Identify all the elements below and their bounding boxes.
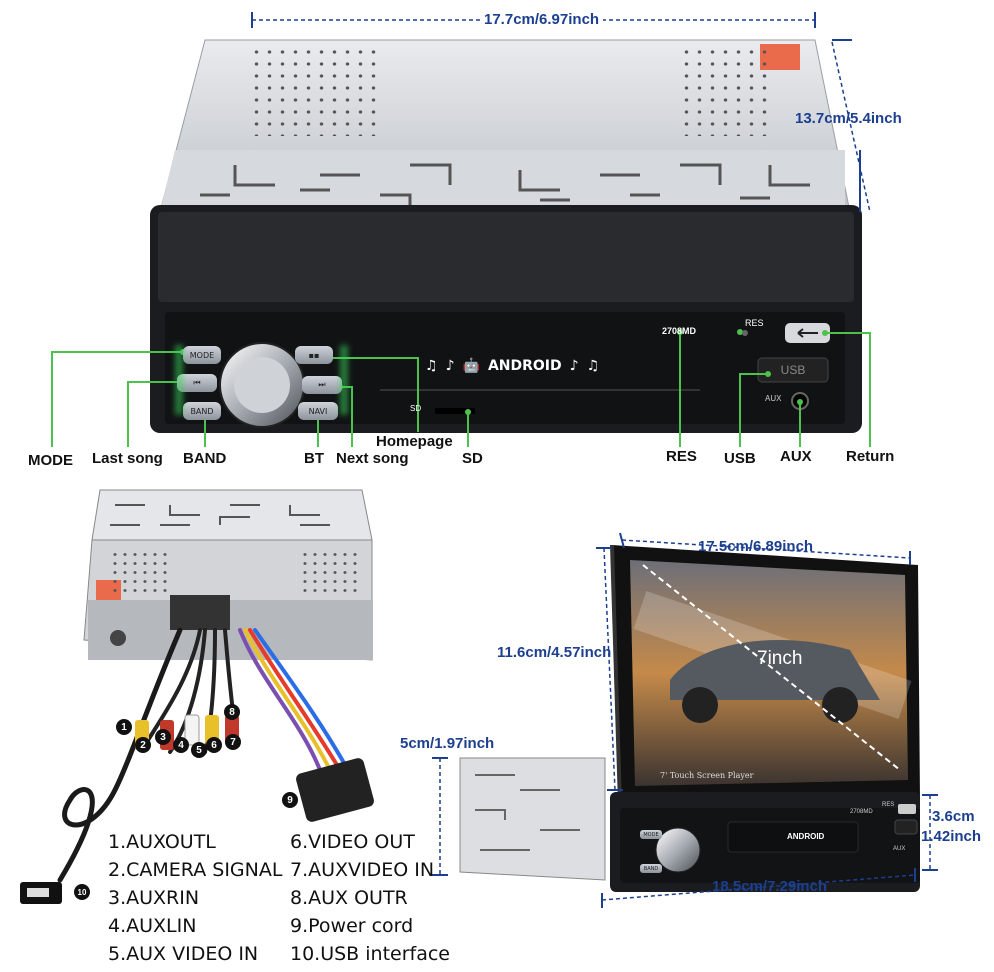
callout-band: BAND (183, 450, 227, 467)
mode-button[interactable]: MODE (183, 346, 221, 364)
unit-depth-dimension: 5cm/1.97inch (400, 735, 495, 752)
connector-number-badge: 2 (135, 737, 151, 753)
next-icon: ⏭ (318, 380, 326, 389)
music-note-icon: ♫ (586, 358, 600, 374)
screen-size-label: 7inch (757, 648, 803, 669)
home-button[interactable]: ▪▪ (295, 346, 333, 364)
legend-item: 2.CAMERA SIGNAL (108, 859, 283, 881)
connector-legend-right: 6.VIDEO OUT 7.AUXVIDEO IN 8.AUX OUTR 9.P… (290, 831, 450, 971)
callout-next-song: Next song (336, 450, 409, 467)
small-band-button[interactable]: BAND (640, 864, 662, 873)
return-button[interactable] (785, 323, 830, 343)
res-button[interactable] (742, 330, 748, 336)
rear-vent-grid-right (300, 550, 360, 595)
legend-item: 9.Power cord (290, 915, 414, 937)
res-label: RES (745, 318, 764, 328)
connector-number-badge: 9 (282, 792, 298, 808)
small-aux-label: AUX (893, 846, 906, 852)
screen-width-dimension: 17.5cm/6.89inch (698, 538, 814, 555)
connector-number-badge: 6 (206, 737, 222, 753)
callout-last-song: Last song (92, 450, 163, 467)
legend-item: 8.AUX OUTR (290, 887, 408, 909)
aux-port-label: AUX (765, 394, 782, 403)
volume-knob[interactable] (226, 350, 298, 422)
next-button[interactable]: ⏭ (302, 376, 342, 394)
aux-port[interactable] (792, 393, 808, 409)
navi-button[interactable]: NAVI (298, 402, 338, 420)
music-note-icon: ♫ (425, 358, 438, 374)
sd-slot-label: SD (410, 404, 422, 413)
face-width-dimension: 18.5cm/7.29inch (712, 878, 828, 895)
connector-number-badge: 8 (224, 704, 240, 720)
callout-homepage: Homepage (376, 433, 453, 450)
unit-height-dimension-inch: 1.42inch (921, 828, 982, 845)
top-depth-dimension: 13.7cm/5.4inch (795, 110, 902, 127)
legend-item: 7.AUXVIDEO IN (290, 859, 435, 881)
screen-height-dimension: 11.6cm/4.57inch (497, 644, 612, 661)
connector-number-badge: 4 (173, 737, 189, 753)
legend-item: 5.AUX VIDEO IN (108, 943, 259, 965)
legend-item: 10.USB interface (290, 943, 450, 965)
screen-caption: 7' Touch Screen Player (660, 771, 754, 780)
callout-bt: BT (304, 450, 324, 467)
small-mode-button[interactable]: MODE (640, 830, 662, 839)
led-glow (340, 345, 348, 415)
led-glow (175, 345, 183, 415)
small-res-label: RES (882, 802, 895, 808)
previous-icon: ⏮ (193, 378, 201, 387)
unit-height-dimension-cm: 3.6cm (932, 808, 975, 825)
vent-grid-left (250, 46, 380, 136)
home-icon: ▪▪ (308, 350, 320, 360)
android-display: ♫ ♪ 🤖 ANDROID ♪ ♫ (425, 354, 665, 378)
connector-legend-left: 1.AUXOUTL 2.CAMERA SIGNAL 3.AUXRIN 4.AUX… (108, 831, 282, 971)
legend-item: 1.AUXOUTL (108, 831, 216, 853)
model-label: 2708MD (662, 326, 697, 336)
music-note-icon: ♪ (569, 358, 579, 374)
power-connector (296, 758, 374, 822)
connector-number-badge: 10 (74, 884, 90, 900)
callout-usb: USB (724, 450, 756, 467)
callout-aux: AUX (780, 448, 812, 465)
legend-item: 6.VIDEO OUT (290, 831, 415, 853)
rear-vent-grid-left (110, 550, 170, 595)
small-model-label: 2708MD (850, 809, 873, 815)
legend-item: 4.AUXLIN (108, 915, 197, 937)
usb-plug (20, 882, 62, 904)
connector-number-badge: 1 (116, 719, 132, 735)
connector-number-badge: 7 (225, 734, 241, 750)
connector-number-badge: 3 (155, 729, 171, 745)
previous-button[interactable]: ⏮ (177, 374, 217, 392)
connector-number-badge: 5 (191, 742, 207, 758)
legend-item: 3.AUXRIN (108, 887, 200, 909)
band-button[interactable]: BAND (183, 402, 221, 420)
top-width-dimension: 17.7cm/6.97inch (480, 11, 604, 28)
music-note-icon: ♪ (445, 358, 455, 374)
screen-unit (459, 544, 920, 892)
callout-mode: MODE (28, 452, 73, 469)
usb-port[interactable]: USB (780, 363, 806, 377)
android-label: ANDROID (487, 358, 562, 374)
small-android-label: ANDROID (787, 832, 825, 841)
callout-return: Return (846, 448, 895, 465)
android-icon: 🤖 (462, 358, 480, 374)
callout-sd: SD (462, 450, 483, 467)
sd-slot[interactable] (435, 408, 475, 414)
callout-res: RES (666, 448, 697, 465)
vent-grid-right (680, 46, 775, 136)
